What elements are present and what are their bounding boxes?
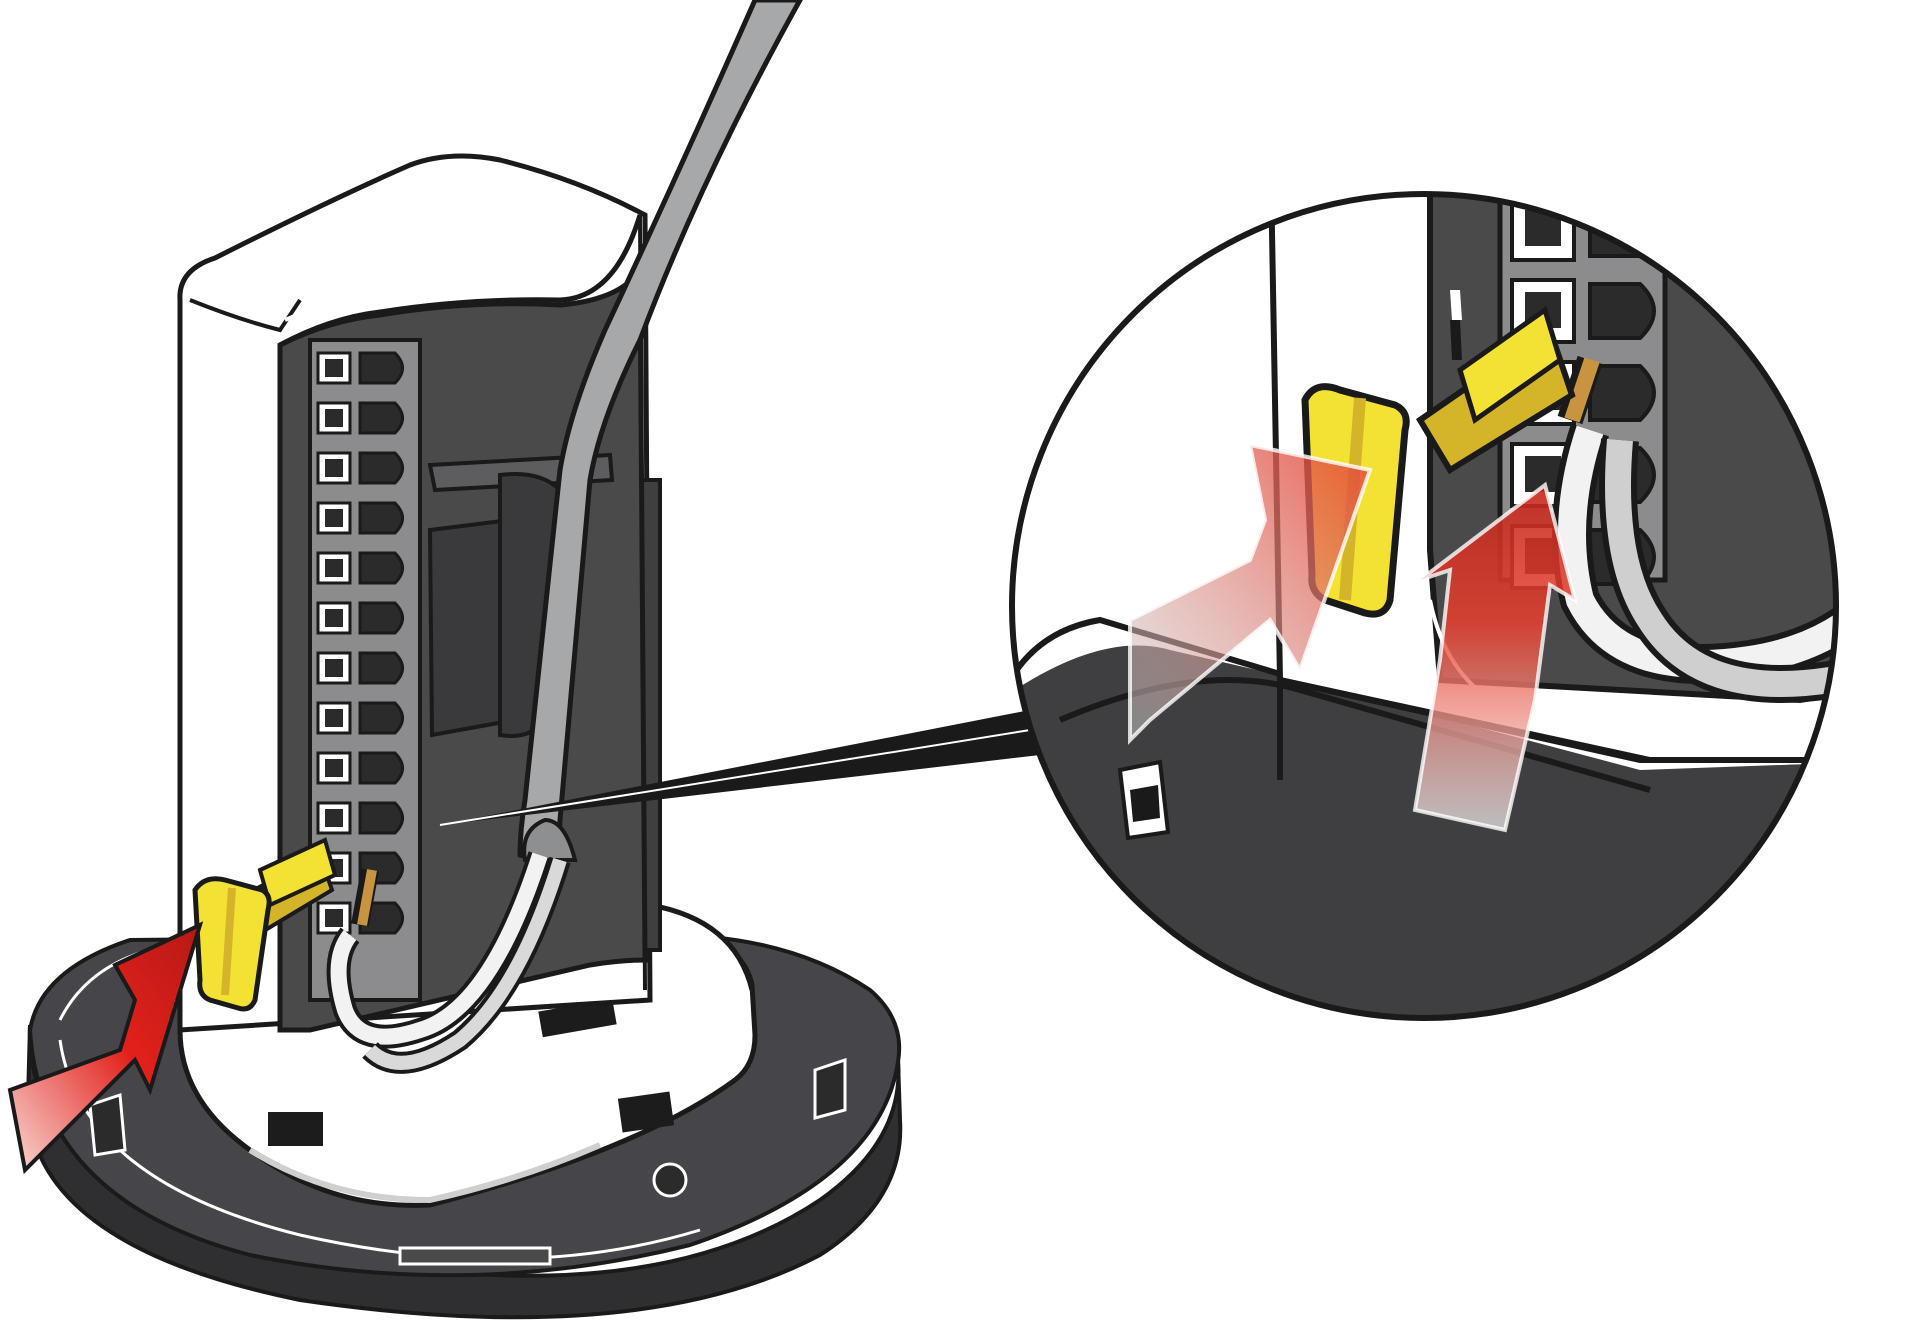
zoom-pointer [439,710,1040,826]
terminal-slot [316,401,404,435]
terminal-slot [316,701,404,735]
push-arrow-icon [7,921,204,1175]
terminal-slot [316,601,404,635]
terminal-slot [316,351,404,385]
wire-bundle [326,851,571,1074]
push-arrow-icon [1128,442,1373,745]
insert-arrow-icon [1412,481,1579,833]
terminal-slot [316,751,404,785]
terminal-slot [316,651,404,685]
release-tool [192,837,338,1012]
grey-cable [517,0,803,863]
terminal-slot [316,451,404,485]
terminal-slot [316,501,404,535]
terminal-slot-zoom [1512,116,1654,178]
terminal-slot [316,551,404,585]
zoom-detail [1009,116,1839,1021]
thermostat-base-device [7,0,903,1320]
terminal-slot [316,801,404,835]
